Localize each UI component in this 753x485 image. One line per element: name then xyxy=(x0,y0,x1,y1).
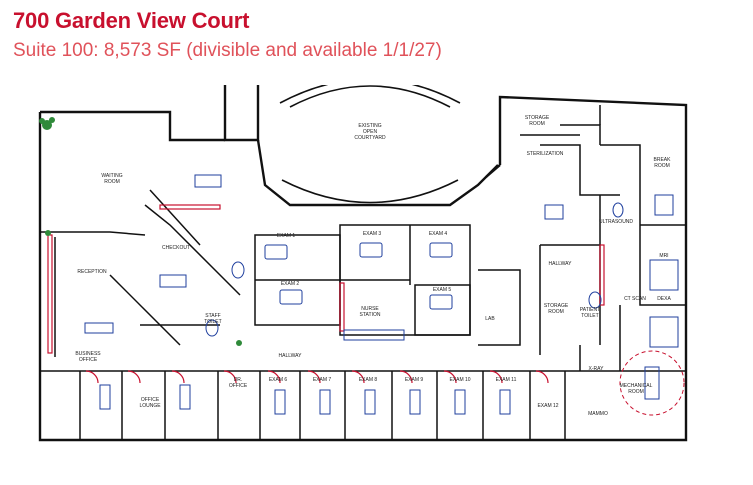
label-hallway: HALLWAY xyxy=(549,261,573,267)
courtyard-arcs xyxy=(279,85,461,204)
label-exam-11: EXAM 11 xyxy=(496,377,517,383)
floor-plan: EXISTING OPEN COURTYARD WAITING ROOM REC… xyxy=(38,85,688,442)
label-ultrasound: ULTRASOUND xyxy=(599,219,633,225)
label-courtyard: COURTYARD xyxy=(354,135,386,141)
label-courtyard: EXISTING xyxy=(358,123,381,129)
label-staff-toilet: TOILET xyxy=(204,319,221,325)
label-hallway: HALLWAY xyxy=(279,353,303,359)
label-nurse-station: NURSE xyxy=(361,306,379,312)
label-break-room: ROOM xyxy=(654,163,670,169)
page-title: 700 Garden View Court xyxy=(13,8,250,33)
label-patient-toilet: PATIENT xyxy=(580,307,600,313)
label-business-office: OFFICE xyxy=(79,357,98,363)
label-office-lounge: LOUNGE xyxy=(139,403,161,409)
label-storage-room: ROOM xyxy=(548,309,564,315)
label-business-office: BUSINESS xyxy=(75,351,101,357)
label-exam-3: EXAM 3 xyxy=(363,231,382,237)
label-nurse-station: STATION xyxy=(360,312,381,318)
label-xray: X-RAY xyxy=(589,366,605,372)
page-subtitle: Suite 100: 8,573 SF (divisible and avail… xyxy=(13,40,442,61)
label-waiting-room: WAITING xyxy=(101,173,122,179)
label-reception: RECEPTION xyxy=(77,269,107,275)
label-storage-room: STORAGE xyxy=(544,303,569,309)
label-staff-toilet: STAFF xyxy=(205,313,220,319)
interior-walls xyxy=(40,105,686,440)
label-mechanical-room: MECHANICAL xyxy=(620,383,653,389)
label-sterilization: STERILIZATION xyxy=(527,151,564,157)
label-dexa: DEXA xyxy=(657,296,671,302)
label-mechanical-room: ROOM xyxy=(628,389,644,395)
label-ct-scan: CT SCAN xyxy=(624,296,646,302)
door-markers xyxy=(47,204,605,384)
label-exam-1: EXAM 1 xyxy=(277,233,296,239)
label-courtyard: OPEN xyxy=(363,129,378,135)
label-mri: MRI xyxy=(659,253,668,259)
label-exam-9: EXAM 9 xyxy=(405,377,424,383)
label-dr-office: OFFICE xyxy=(229,383,248,389)
label-office-lounge: OFFICE xyxy=(141,397,160,403)
fixtures xyxy=(84,174,679,415)
label-mammo: MAMMO xyxy=(588,411,608,417)
plant-icon xyxy=(39,117,242,346)
label-break-room: BREAK xyxy=(654,157,672,163)
label-lab: LAB xyxy=(485,316,495,322)
exterior-walls xyxy=(38,85,688,442)
label-storage-room: ROOM xyxy=(529,121,545,127)
label-exam-12: EXAM 12 xyxy=(537,403,558,409)
label-waiting-room: ROOM xyxy=(104,179,120,185)
label-exam-5: EXAM 5 xyxy=(433,287,452,293)
label-exam-2: EXAM 2 xyxy=(281,281,300,287)
label-checkout: CHECKOUT xyxy=(162,245,190,251)
label-exam-4: EXAM 4 xyxy=(429,231,448,237)
label-exam-7: EXAM 7 xyxy=(313,377,332,383)
label-storage-room: STORAGE xyxy=(525,115,550,121)
label-exam-8: EXAM 8 xyxy=(359,377,378,383)
label-exam-6: EXAM 6 xyxy=(269,377,288,383)
label-patient-toilet: TOILET xyxy=(581,313,598,319)
label-exam-10: EXAM 10 xyxy=(449,377,470,383)
equipment-clearance xyxy=(619,350,685,416)
label-dr-office: DR. xyxy=(234,377,243,383)
